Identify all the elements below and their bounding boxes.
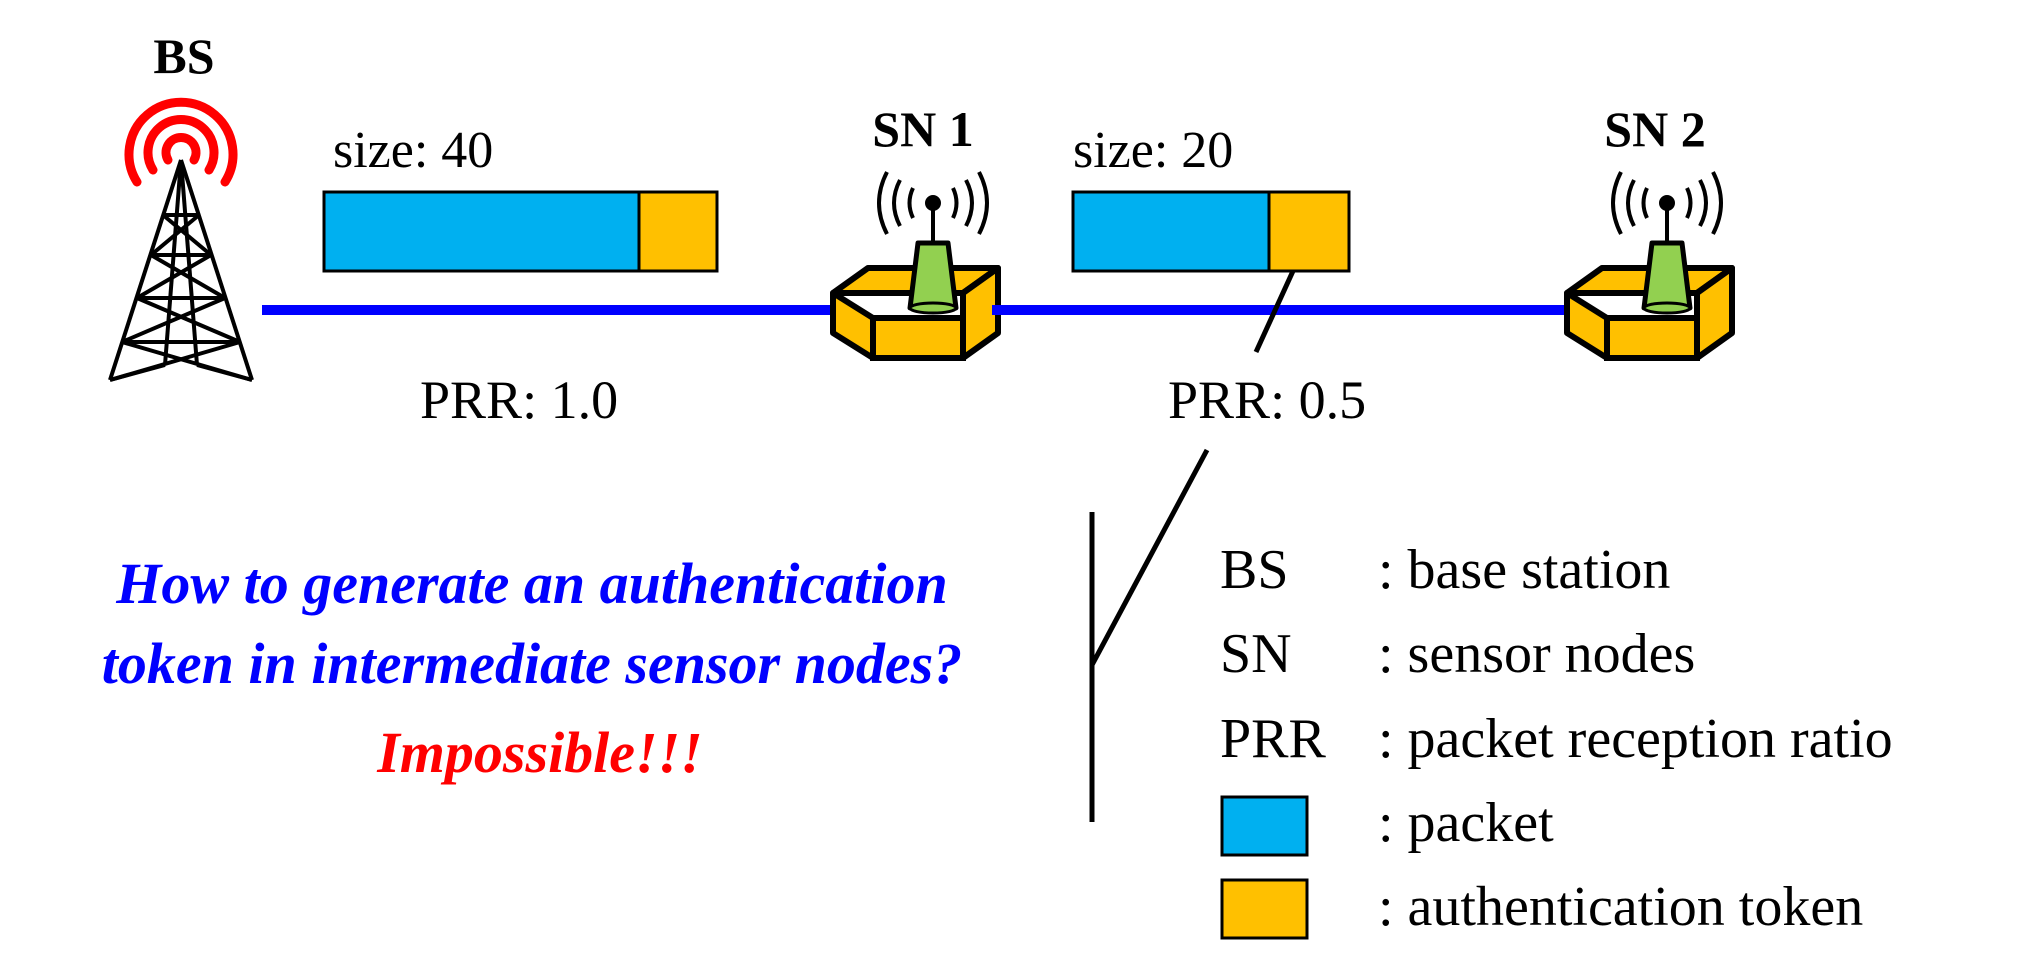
sn2-sensor-icon — [1564, 240, 1735, 361]
legend-desc-sn: : sensor nodes — [1378, 623, 1695, 685]
legend-key-bs: BS — [1220, 539, 1289, 601]
legend-desc-packet: : packet — [1378, 792, 1554, 854]
question-line-2: token in intermediate sensor nodes? — [102, 631, 962, 696]
auth-token-1 — [637, 190, 719, 273]
packet-size-label-2: size: 20 — [1073, 122, 1233, 179]
question-line-1: How to generate an authentication — [115, 551, 947, 616]
answer-text: Impossible!!! — [376, 720, 703, 785]
packet-body-2 — [1071, 190, 1271, 273]
legend-swatch-packet — [1220, 795, 1309, 857]
sn2-label: SN 2 — [1604, 101, 1705, 157]
legend-swatch-token — [1220, 878, 1309, 940]
legend: BS : base station SN : sensor nodes PRR … — [1220, 539, 1893, 940]
sn1-signal-icon — [877, 171, 989, 250]
auth-token-2 — [1267, 190, 1351, 273]
callout-lines — [1089, 269, 1296, 822]
legend-key-sn: SN — [1220, 623, 1292, 685]
packet-bar-2 — [1071, 190, 1351, 273]
prr-label-2: PRR: 0.5 — [1168, 370, 1366, 430]
sn1-label: SN 1 — [872, 101, 973, 157]
bs-signal-icon — [124, 97, 238, 187]
bs-label: BS — [153, 28, 214, 84]
base-station-tower-icon — [108, 97, 254, 382]
prr-label-1: PRR: 1.0 — [420, 370, 618, 430]
sn1-sensor-icon — [830, 240, 1001, 361]
packet-bar-1 — [322, 190, 719, 273]
sn2-signal-icon — [1611, 171, 1723, 250]
legend-desc-prr: : packet reception ratio — [1378, 708, 1893, 770]
packet-size-label-1: size: 40 — [333, 122, 493, 179]
legend-key-prr: PRR — [1220, 708, 1326, 770]
packet-body-1 — [322, 190, 641, 273]
legend-desc-bs: : base station — [1378, 539, 1670, 601]
legend-desc-token: : authentication token — [1378, 876, 1863, 938]
